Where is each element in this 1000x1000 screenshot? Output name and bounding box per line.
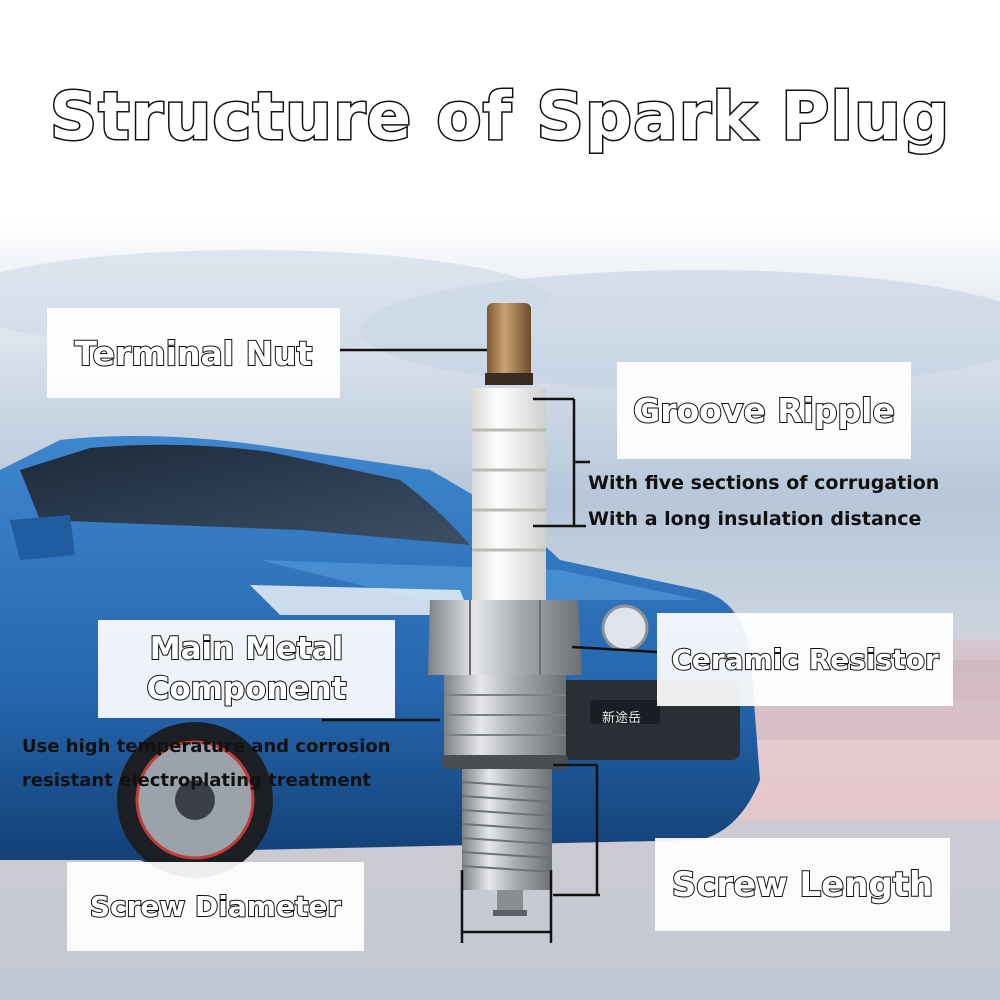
label-terminal-nut: Terminal Nut [47, 308, 340, 398]
label-groove-ripple-text: Groove Ripple [632, 390, 896, 431]
label-screw-diameter: Screw Diameter [67, 862, 364, 951]
page-title: Structure of Spark Plug [48, 77, 951, 157]
note-main-metal-2: resistant electroplating treatment [22, 770, 371, 791]
label-ceramic-resistor: Ceramic Resistor [657, 613, 953, 706]
label-groove-ripple: Groove Ripple [617, 362, 911, 459]
spark-plug-illustration [428, 303, 582, 916]
car-badge: 新途岳 [602, 711, 642, 726]
label-main-metal-line1: Main Metal [149, 630, 344, 668]
note-main-metal-1: Use high temperature and corrosion [22, 736, 391, 757]
label-screw-length-text: Screw Length [671, 864, 934, 906]
label-ceramic-resistor-text: Ceramic Resistor [670, 642, 939, 677]
label-screw-diameter-text: Screw Diameter [89, 889, 342, 924]
note-groove-insulation: With a long insulation distance [588, 508, 922, 530]
label-main-metal-component: Main Metal Component [98, 620, 395, 718]
label-main-metal-line2: Component [146, 670, 348, 708]
note-groove-corrugation: With five sections of corrugation [588, 472, 940, 494]
label-terminal-nut-text: Terminal Nut [74, 333, 314, 374]
label-screw-length: Screw Length [655, 838, 950, 931]
